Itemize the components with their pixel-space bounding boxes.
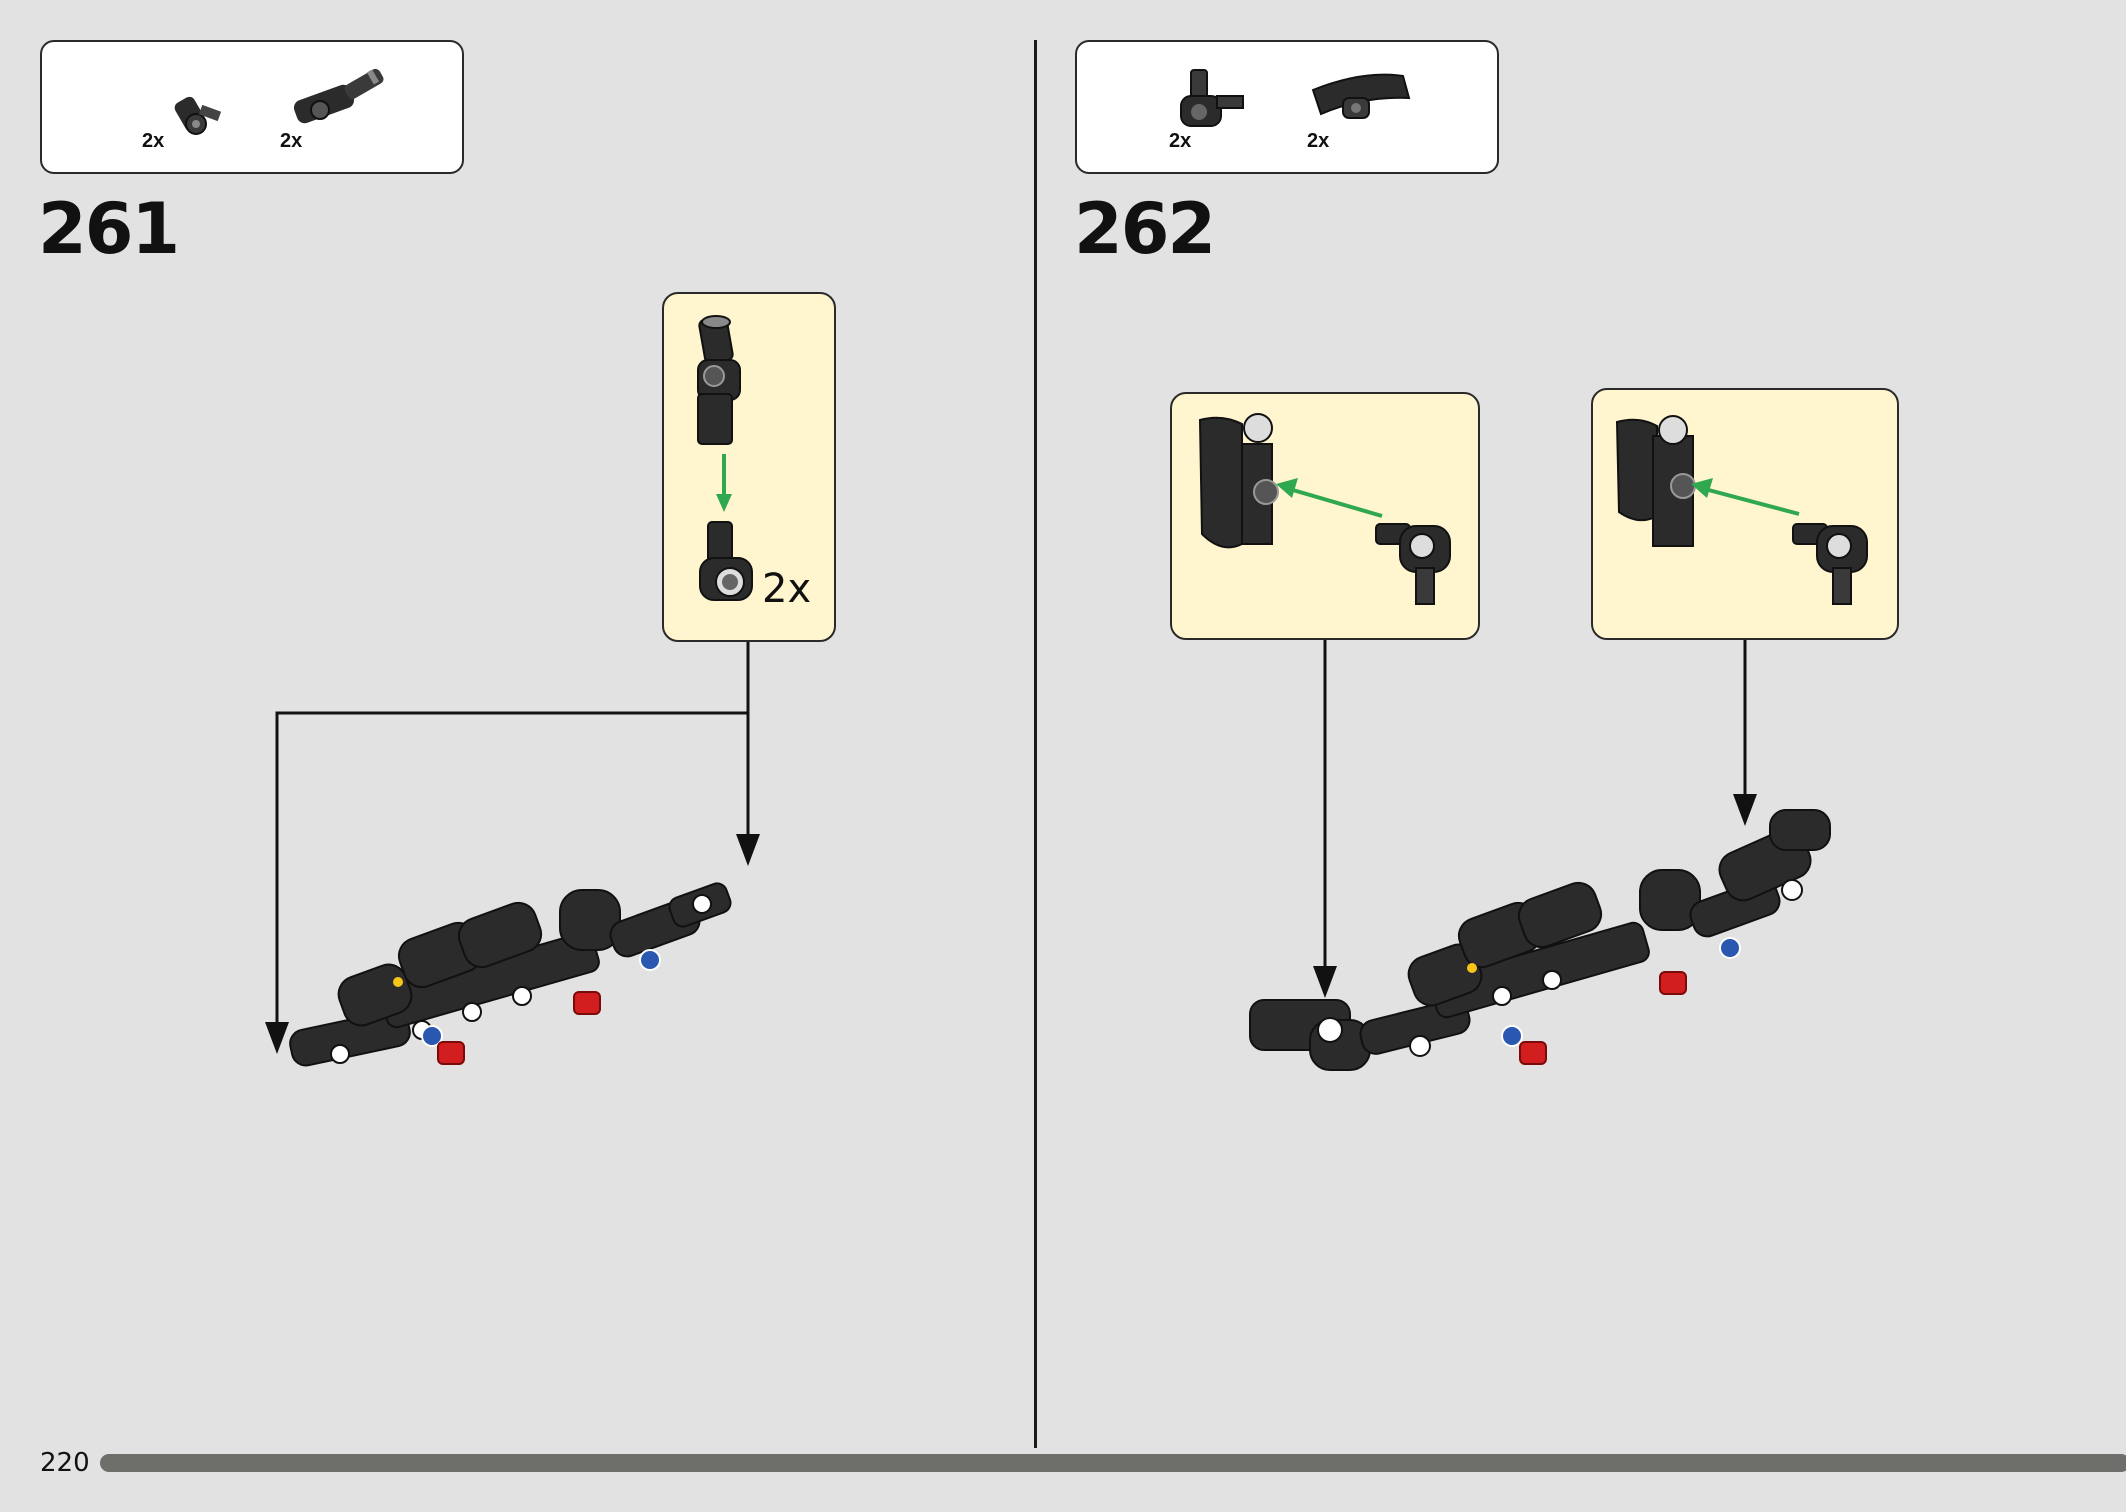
progress-bar	[100, 1454, 2126, 1472]
sub-assembly-callout-262-right	[1591, 388, 1899, 640]
parts-list-261: 2x 2x	[40, 40, 464, 174]
axle-pin-connector-icon	[699, 521, 753, 601]
green-arrow-icon	[716, 454, 732, 512]
part-qty: 2x	[280, 130, 303, 152]
part-qty: 2x	[142, 130, 165, 152]
perpendicular-connector-icon	[1180, 69, 1244, 127]
parts-list-262: 2x 2x	[1075, 40, 1499, 174]
axle-pin-connector-icon	[174, 96, 222, 135]
part-qty: 2x	[1307, 130, 1330, 152]
page-divider	[1034, 40, 1037, 1448]
page-number: 220	[40, 1448, 90, 1478]
angled-connector-icon	[697, 315, 741, 445]
green-arrow-icon	[1276, 478, 1383, 518]
angled-axle-connector-icon	[293, 68, 384, 124]
placement-arrows-262	[1313, 640, 1757, 998]
callout-qty: 2x	[762, 566, 812, 612]
sub-assembly-callout-261: 2x	[662, 292, 836, 642]
assembly-model-262	[1249, 809, 1831, 1071]
curved-panel-icon	[1615, 415, 1696, 547]
placement-arrows-261	[265, 642, 760, 1054]
green-arrow-icon	[1691, 478, 1800, 516]
step-number: 262	[1074, 188, 1216, 270]
part-qty: 2x	[1169, 130, 1192, 152]
step-number: 261	[38, 188, 180, 270]
perpendicular-connector-icon	[1792, 523, 1868, 605]
assembly-model-261	[289, 882, 732, 1067]
perpendicular-connector-icon	[1375, 523, 1451, 605]
sub-assembly-callout-262-left	[1170, 392, 1480, 640]
curved-panel-icon	[1311, 73, 1411, 119]
curved-panel-icon	[1198, 413, 1279, 549]
